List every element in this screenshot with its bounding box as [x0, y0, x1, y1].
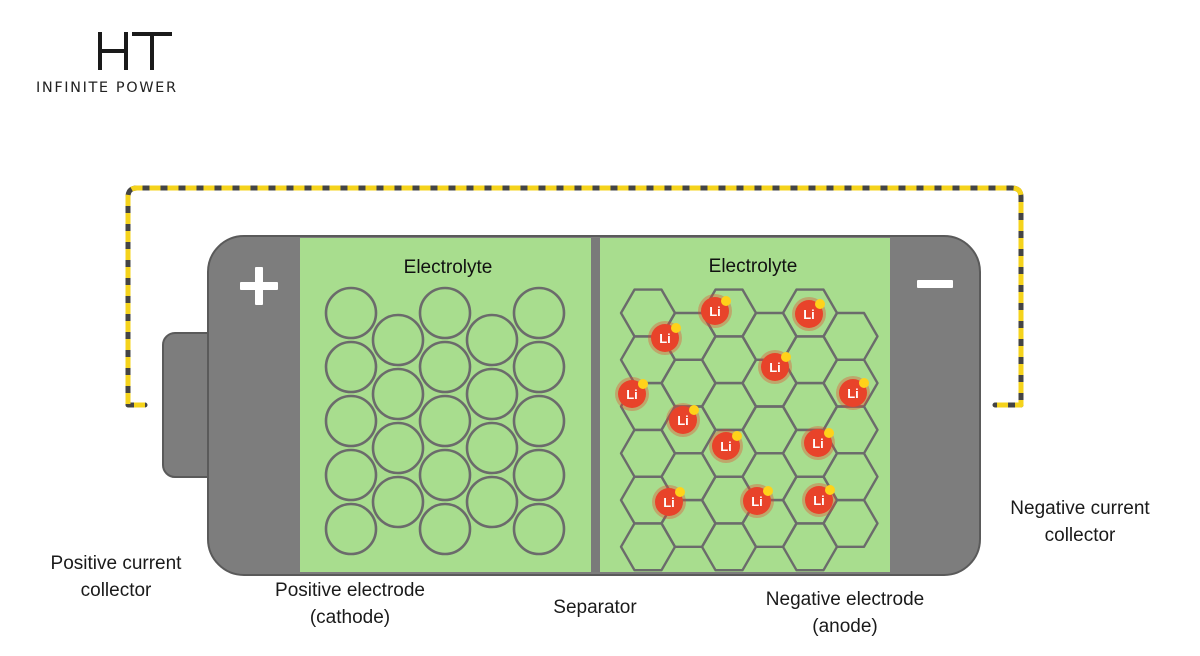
cathode-particle	[324, 502, 378, 556]
lithium-ion: Li	[792, 297, 826, 331]
cathode-particle	[465, 475, 519, 529]
negative-sign	[917, 280, 953, 288]
cathode-particle	[418, 394, 472, 448]
cathode-particle-lattice	[324, 286, 566, 556]
ion-label: Li	[769, 360, 781, 375]
ion-spark	[689, 405, 699, 415]
ion-spark	[671, 323, 681, 333]
negative-current-collector-caption: Negative current collector	[975, 495, 1185, 549]
ion-spark	[638, 379, 648, 389]
ion-spark	[763, 486, 773, 496]
ion-spark	[781, 352, 791, 362]
positive-sign	[240, 267, 278, 305]
cathode-particle	[324, 340, 378, 394]
positive-current-collector-caption: Positive current collector	[16, 550, 216, 604]
cathode-particle	[324, 394, 378, 448]
cathode-particle	[465, 367, 519, 421]
electrolyte-label-right: Electrolyte	[709, 256, 798, 277]
logo-tagline: INFINITE POWER	[36, 80, 178, 96]
ion-label: Li	[626, 387, 638, 402]
cathode-particle	[371, 421, 425, 475]
cathode-particle	[512, 340, 566, 394]
positive-collector-line2: collector	[80, 580, 152, 601]
lithium-ion: Li	[758, 350, 792, 384]
ion-spark	[824, 428, 834, 438]
cathode-particle	[465, 421, 519, 475]
cathode-particle	[512, 502, 566, 556]
cathode-particle	[324, 286, 378, 340]
cathode-line2: (cathode)	[309, 607, 391, 628]
ion-spark	[859, 378, 869, 388]
ion-label: Li	[803, 307, 815, 322]
cathode-electrolyte-region	[300, 238, 591, 572]
lithium-ion: Li	[698, 294, 732, 328]
cathode-particle	[465, 313, 519, 367]
ion-spark	[721, 296, 731, 306]
ion-spark	[825, 485, 835, 495]
cathode-particle	[371, 475, 425, 529]
external-wire-dashes	[125, 185, 1024, 408]
ion-label: Li	[659, 331, 671, 346]
negative-collector-line2: collector	[1044, 525, 1116, 546]
cathode-particle	[418, 286, 472, 340]
brand-logo: INFINITE POWER	[36, 30, 246, 96]
anode-line1: Negative electrode	[765, 589, 925, 610]
cathode-line1: Positive electrode	[275, 580, 425, 601]
anode-hex-cell	[822, 498, 879, 548]
lithium-ion: Li	[615, 377, 649, 411]
ion-label: Li	[751, 494, 763, 509]
ion-spark	[815, 299, 825, 309]
ion-label: Li	[812, 436, 824, 451]
cathode-particle	[418, 448, 472, 502]
anode-graphite-lattice	[619, 288, 879, 572]
electrolyte-label-left: Electrolyte	[404, 257, 493, 278]
cathode-particle	[512, 448, 566, 502]
separator-caption: Separator	[525, 594, 665, 621]
cathode-particle	[371, 367, 425, 421]
ion-spark	[732, 431, 742, 441]
negative-collector-line1: Negative current	[1010, 498, 1150, 519]
ion-label: Li	[663, 495, 675, 510]
separator-wall	[591, 238, 600, 572]
anode-caption: Negative electrode (anode)	[730, 586, 960, 640]
cathode-particle	[418, 502, 472, 556]
cathode-particle	[512, 394, 566, 448]
lithium-ion: Li	[740, 484, 774, 518]
ion-label: Li	[720, 439, 732, 454]
cathode-caption: Positive electrode (cathode)	[240, 577, 460, 631]
anode-line2: (anode)	[812, 616, 878, 637]
ion-label: Li	[847, 386, 859, 401]
lithium-ion: Li	[836, 376, 870, 410]
lithium-ion: Li	[666, 403, 700, 437]
cathode-particle	[512, 286, 566, 340]
ht-logo-mark	[98, 32, 172, 70]
ion-spark	[675, 487, 685, 497]
lithium-ion: Li	[652, 485, 686, 519]
cathode-particle	[418, 340, 472, 394]
ion-label: Li	[709, 304, 721, 319]
cathode-particle	[371, 313, 425, 367]
separator-label: Separator	[553, 597, 637, 618]
ion-label: Li	[813, 493, 825, 508]
lithium-ion: Li	[801, 426, 835, 460]
lithium-ion: Li	[709, 429, 743, 463]
ion-label: Li	[677, 413, 689, 428]
lithium-ion: Li	[802, 483, 836, 517]
positive-collector-line1: Positive current	[50, 553, 182, 574]
cathode-particle	[324, 448, 378, 502]
lithium-ion: Li	[648, 321, 682, 355]
